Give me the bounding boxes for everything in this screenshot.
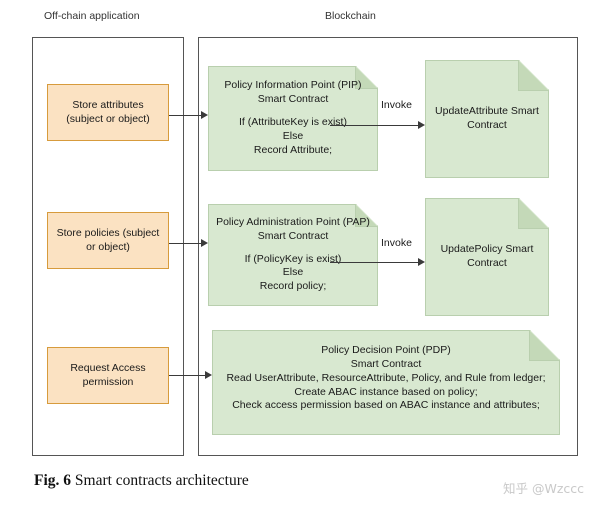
contract-note-pip-text: Policy Information Point (PIP) Smart Con… [208, 66, 378, 171]
arrowhead-icon [201, 239, 208, 247]
update-attribute-line1: UpdateAttribute Smart [435, 105, 539, 118]
connector-store-attributes-to-pip [169, 115, 203, 117]
action-box-request-access: Request Access permission [47, 347, 169, 404]
note-sheet [212, 330, 560, 435]
connector-pip-to-update-attribute [330, 125, 422, 127]
contract-note-pap: Policy Administration Point (PAP) Smart … [208, 204, 378, 306]
pap-title-line1: Policy Administration Point (PAP) [216, 215, 370, 228]
pap-body-line2: Else [282, 266, 304, 279]
figure-caption: Fig. 6 Smart contracts architecture [34, 472, 249, 490]
contract-note-pip: Policy Information Point (PIP) Smart Con… [208, 66, 378, 171]
connector-request-access-to-pdp [169, 375, 207, 377]
contract-note-pdp: Policy Decision Point (PDP) Smart Contra… [212, 330, 560, 435]
contract-note-update-attribute: UpdateAttribute Smart Contract [425, 60, 549, 178]
action-box-store-policies: Store policies (subject or object) [47, 212, 169, 269]
edge-label-invoke-policy: Invoke [381, 237, 412, 249]
pip-body-line3: Record Attribute; [253, 143, 333, 156]
figure-number: Fig. 6 [34, 472, 72, 489]
update-attribute-line2: Contract [467, 119, 507, 131]
update-policy-line2: Contract [467, 257, 507, 269]
connector-store-policies-to-pap [169, 243, 203, 245]
edge-label-invoke-attribute: Invoke [381, 99, 412, 111]
pip-title-line1: Policy Information Point (PIP) [224, 79, 362, 92]
pdp-body-line1: Read UserAttribute, ResourceAttribute, P… [226, 371, 546, 384]
pdp-body-line2: Create ABAC instance based on policy; [294, 385, 478, 398]
contract-note-update-policy: UpdatePolicy Smart Contract [425, 198, 549, 316]
update-policy-line1: UpdatePolicy Smart [440, 243, 534, 256]
note-sheet [208, 204, 378, 306]
pap-title-line2: Smart Contract [257, 229, 329, 242]
pip-title-line2: Smart Contract [257, 93, 329, 106]
connector-pap-to-update-policy [330, 262, 422, 264]
pdp-body-line3: Check access permission based on ABAC in… [232, 399, 540, 412]
note-sheet [208, 66, 378, 171]
pap-body-line3: Record policy; [259, 280, 327, 293]
lane-title-offchain: Off-chain application [44, 10, 140, 22]
figure-caption-text: Smart contracts architecture [74, 472, 249, 489]
pdp-title-line1: Policy Decision Point (PDP) [321, 344, 451, 356]
lane-title-blockchain: Blockchain [325, 10, 376, 22]
pip-body-line2: Else [282, 129, 304, 142]
contract-note-update-policy-text: UpdatePolicy Smart Contract [425, 198, 549, 316]
arrowhead-icon [201, 111, 208, 119]
arrowhead-icon [205, 371, 212, 379]
pip-body-line1: If (AttributeKey is exist) [239, 116, 347, 129]
contract-note-update-attribute-text: UpdateAttribute Smart Contract [425, 60, 549, 178]
watermark: 知乎 @Wzccc [502, 481, 584, 496]
contract-note-pdp-text: Policy Decision Point (PDP) Smart Contra… [212, 330, 560, 435]
action-box-store-attributes: Store attributes (subject or object) [47, 84, 169, 141]
arrowhead-icon [418, 121, 425, 129]
contract-note-pap-text: Policy Administration Point (PAP) Smart … [208, 204, 378, 306]
pap-body-line1: If (PolicyKey is exist) [244, 252, 342, 265]
arrowhead-icon [418, 258, 425, 266]
pdp-title-line2: Smart Contract [350, 357, 422, 370]
